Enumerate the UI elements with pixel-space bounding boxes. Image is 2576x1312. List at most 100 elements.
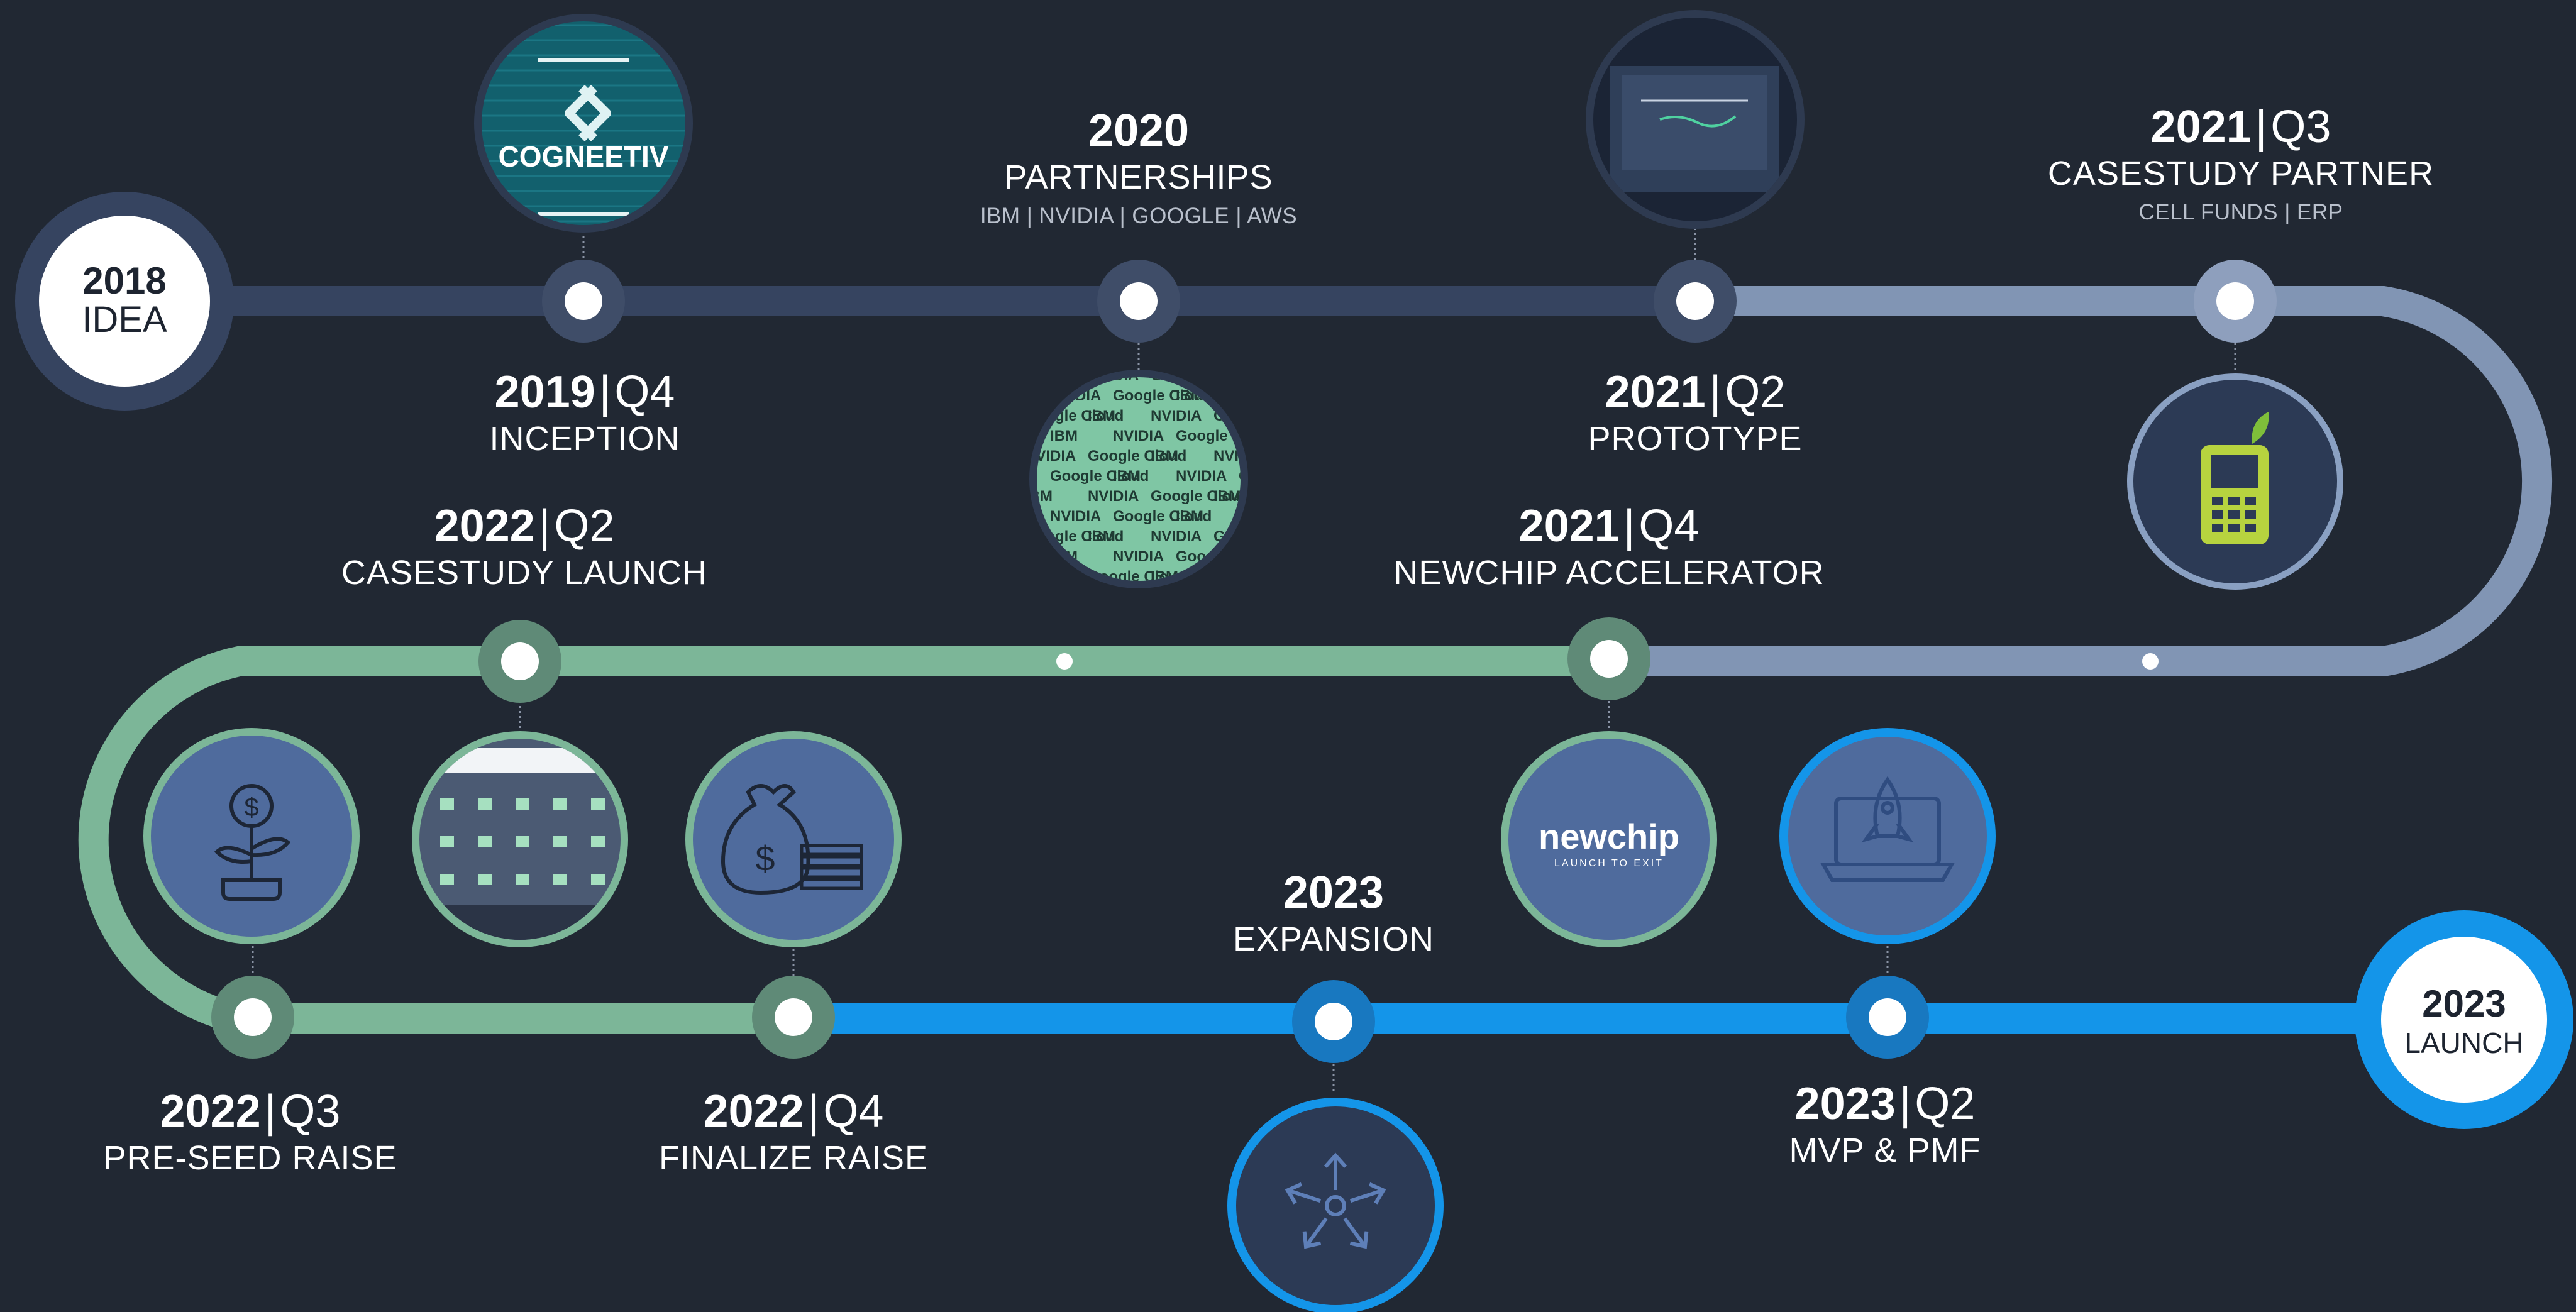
- partner-logos-image: [1037, 377, 1241, 581]
- partner-logo-text: Google Cloud: [1176, 548, 1274, 565]
- partner-logo-text: NVIDIA: [1239, 387, 1290, 404]
- expansion-arrowhead: [1349, 1231, 1369, 1249]
- prototype-display: [1622, 75, 1767, 170]
- app-screenshot-tile: [553, 798, 567, 810]
- milestone-title: PRE-SEED RAISE: [103, 1139, 397, 1177]
- end-endpoint-circle: [2381, 937, 2547, 1103]
- partner-logo-text: NVIDIA: [1213, 448, 1264, 465]
- app-screenshot-tile: [440, 836, 454, 847]
- partner-logo-text: IBM: [1088, 407, 1115, 424]
- phone-leaf-icon: [2252, 412, 2269, 444]
- expansion-arrowhead: [1368, 1182, 1386, 1205]
- partner-logo-text: NVIDIA: [1176, 468, 1227, 485]
- milestone-quarter: Q3: [280, 1086, 341, 1137]
- milestone-label-expansion: 2023 EXPANSION: [1233, 866, 1434, 959]
- end-endpoint-label: 2023 LAUNCH: [2404, 984, 2523, 1062]
- partner-logo-text: NVIDIA: [1302, 548, 1352, 565]
- mobile-phone-key: [2245, 510, 2256, 519]
- partner-logo-text: NVIDIA: [1088, 367, 1139, 384]
- rocket-window-icon: [1881, 801, 1894, 815]
- milestone-title: MVP & PMF: [1789, 1132, 1981, 1169]
- newchip-tagline: LAUNCH TO EXIT: [1554, 858, 1664, 869]
- partner-logo-text: IBM: [1025, 488, 1053, 505]
- partner-logo-text: Google Cloud: [1151, 488, 1249, 505]
- milestone-year: 2021: [2150, 102, 2252, 152]
- money-bag-circle: [693, 739, 894, 940]
- start-endpoint-circle: [39, 216, 210, 387]
- milestone-label-partnerships: 2020 PARTNERSHIPS IBM | NVIDIA | GOOGLE …: [980, 104, 1297, 233]
- partner-logo-text: Google Cloud: [1276, 448, 1375, 465]
- milestone-year: 2022: [434, 501, 535, 551]
- newchip-circle: [1508, 739, 1710, 940]
- app-screenshot: [421, 748, 621, 940]
- expansion-arrow: [1286, 1188, 1322, 1203]
- cogneetiv-logo-text: COGNEETIV: [499, 140, 669, 173]
- node-inception: [565, 282, 602, 320]
- start-year: 2018: [82, 260, 167, 302]
- milestone-quarter: Q4: [1639, 501, 1700, 551]
- milestone-year: 2021: [1518, 501, 1620, 551]
- partner-logo-text: IBM: [1050, 427, 1078, 444]
- milestone-label-prototype: 2021|Q2 PROTOTYPE: [1588, 367, 1803, 458]
- milestone-label-pre-seed-raise: 2022|Q3 PRE-SEED RAISE: [103, 1086, 397, 1177]
- milestone-quarter: Q2: [554, 501, 615, 551]
- partner-logo-text: Google Cloud: [1239, 468, 1337, 485]
- milestone-year: 2021: [1605, 367, 1706, 417]
- partner-logo-text: IBM: [1113, 468, 1141, 485]
- app-screenshot-tile: [516, 874, 529, 885]
- partner-logo-text: NVIDIA: [1276, 488, 1327, 505]
- app-screenshot-tile: [478, 836, 492, 847]
- milestone-title: CASESTUDY LAUNCH: [341, 554, 708, 592]
- app-screenshot-tile: [478, 874, 492, 885]
- milestone-label-casestudy-partner: 2021|Q3 CASESTUDY PARTNER CELL FUNDS | E…: [2048, 101, 2434, 229]
- app-screenshot-tile: [516, 798, 529, 810]
- mobile-phone-key: [2212, 524, 2223, 532]
- milestone-label-finalize-raise: 2022|Q4 FINALIZE RAISE: [658, 1086, 929, 1177]
- track-dot: [1056, 653, 1073, 670]
- partner-logo-text: Google Cloud: [1302, 508, 1400, 525]
- cash-stack-icon: [800, 844, 863, 856]
- milestone-quarter: Q3: [2270, 102, 2331, 152]
- plant-pot-icon: [221, 878, 282, 901]
- milestone-label-casestudy-launch: 2022|Q2 CASESTUDY LAUNCH: [341, 501, 708, 592]
- milestone-title: INCEPTION: [489, 420, 680, 458]
- milestone-subtitle: IBM | NVIDIA | GOOGLE | AWS: [980, 204, 1298, 228]
- app-screenshot-tile: [440, 798, 454, 810]
- milestone-title: FINALIZE RAISE: [658, 1139, 929, 1177]
- expansion-arrow: [1304, 1217, 1328, 1248]
- node-prototype: [1676, 282, 1714, 320]
- app-screenshot-tile: [440, 874, 454, 885]
- partner-logo-text: Google Cloud: [1302, 387, 1400, 404]
- partner-logo-text: NVIDIA: [1025, 568, 1076, 585]
- milestone-label-newchip-accelerator: 2021|Q4 NEWCHIP ACCELERATOR: [1393, 501, 1825, 592]
- milestone-title: NEWCHIP ACCELERATOR: [1393, 554, 1825, 592]
- partner-logo-text: IBM: [1176, 508, 1203, 525]
- partner-logo-text: NVIDIA: [1113, 427, 1164, 444]
- partner-logo-text: IBM: [1088, 528, 1115, 545]
- app-screenshot-tile: [591, 836, 605, 847]
- newchip-logo: newchip: [1539, 817, 1679, 856]
- mobile-phone-screen: [2211, 455, 2258, 488]
- milestone-title: PROTOTYPE: [1588, 420, 1803, 458]
- expansion-arrow: [1349, 1188, 1385, 1203]
- partner-logo-text: NVIDIA: [1088, 488, 1139, 505]
- start-label: IDEA: [82, 299, 167, 340]
- node-partnerships: [1120, 282, 1158, 320]
- app-screenshot-tile: [553, 874, 567, 885]
- mobile-phone-key: [2245, 497, 2256, 505]
- milestone-label-inception: 2019|Q4 INCEPTION: [489, 367, 680, 458]
- app-screenshot-tile: [516, 836, 529, 847]
- milestone-subtitle: CELL FUNDS | ERP: [2138, 200, 2343, 224]
- partner-logo-text: NVIDIA: [1113, 548, 1164, 565]
- app-screenshot-tile: [591, 874, 605, 885]
- expansion-arrowhead: [1302, 1231, 1322, 1249]
- milestone-year: 2022: [160, 1086, 261, 1137]
- milestone-label-mvp-pmf: 2023|Q2 MVP & PMF: [1789, 1079, 1981, 1169]
- milestone-quarter: Q4: [614, 367, 675, 417]
- expansion-arrows-icon: [1285, 1152, 1386, 1249]
- laptop-base-icon: [1820, 863, 1955, 882]
- rocket-laptop-icon: [1820, 776, 1955, 882]
- end-label: LAUNCH: [2404, 1027, 2524, 1059]
- cash-stack-icon: [800, 878, 863, 890]
